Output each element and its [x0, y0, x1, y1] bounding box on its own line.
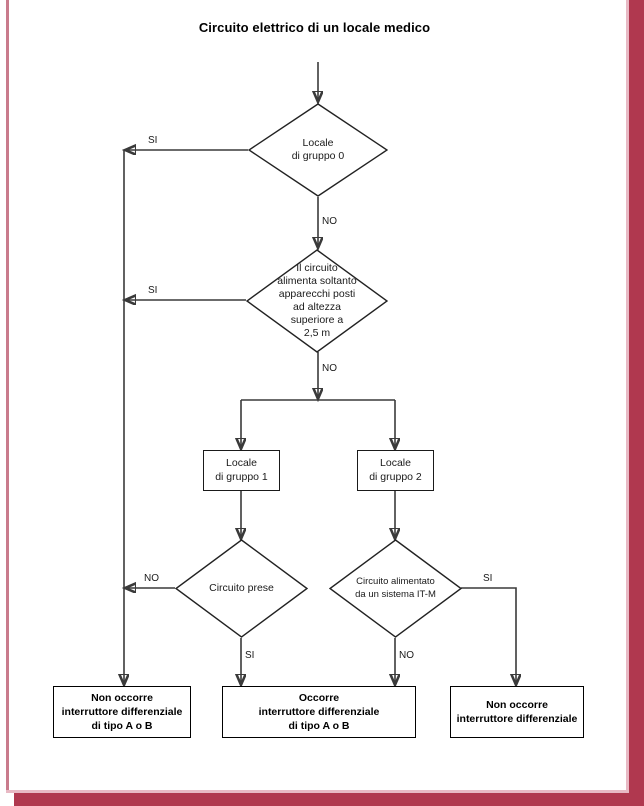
edge-label-d4-si: SI	[483, 573, 493, 584]
result-box-non-occorre-a-o-b[interactable]: Non occorre interruttore differenziale d…	[53, 686, 191, 738]
decision-locale-gruppo-0[interactable]: Locale di gruppo 0	[248, 103, 388, 197]
box-locale-gruppo-1[interactable]: Locale di gruppo 1	[203, 450, 280, 491]
frame-right-band	[629, 0, 644, 806]
decision-sistema-it-m[interactable]: Circuito alimentato da un sistema IT-M	[329, 539, 462, 638]
page-title: Circuito elettrico di un locale medico	[198, 20, 431, 35]
box-locale-gruppo-2[interactable]: Locale di gruppo 2	[357, 450, 434, 491]
edge-label-d2-no: NO	[322, 363, 337, 374]
edge-label-d1-si: SI	[148, 135, 158, 146]
frame-bottom-band	[14, 793, 644, 806]
edge-label-d2-si: SI	[148, 285, 158, 296]
edge-label-d3-no: NO	[144, 573, 159, 584]
decision-apparecchi-altezza[interactable]: Il circuito alimenta soltanto apparecchi…	[246, 249, 388, 353]
frame-left-accent	[6, 0, 9, 793]
frame-bottom-accent	[6, 790, 629, 793]
diamond-shape	[329, 539, 462, 638]
diamond-shape	[246, 249, 388, 353]
edge-label-d4-no: NO	[399, 650, 414, 661]
result-box-occorre-a-o-b[interactable]: Occorre interruttore differenziale di ti…	[222, 686, 416, 738]
diamond-shape	[175, 539, 308, 638]
edge-label-d3-si: SI	[245, 650, 255, 661]
edge-label-d1-no: NO	[322, 216, 337, 227]
decision-label: Circuito prese	[209, 582, 274, 594]
frame-right-accent	[626, 0, 629, 806]
result-box-non-occorre[interactable]: Non occorre interruttore differenziale	[450, 686, 584, 738]
decision-circuito-prese[interactable]: Circuito prese	[175, 539, 308, 638]
decision-label: Locale di gruppo 0	[291, 137, 345, 162]
decision-label: Circuito alimentato da un sistema IT-M	[355, 576, 436, 600]
diamond-shape	[248, 103, 388, 197]
decision-label: Il circuito alimenta soltanto apparecchi…	[277, 262, 357, 339]
